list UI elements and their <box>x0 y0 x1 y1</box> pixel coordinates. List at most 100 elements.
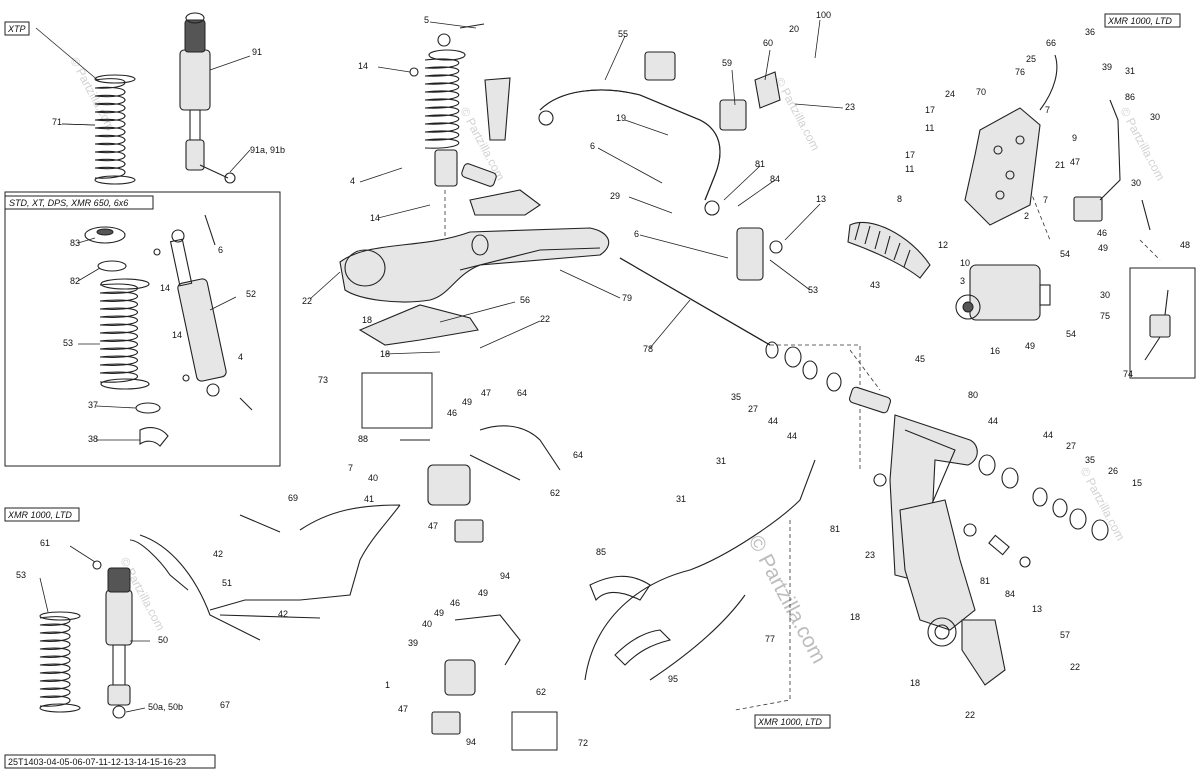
callout-39b: 39 <box>408 638 418 648</box>
a-arm-79 <box>339 77 610 303</box>
callout-66: 66 <box>1046 38 1056 48</box>
callout-80: 80 <box>968 390 978 400</box>
callout-79: 79 <box>622 293 632 303</box>
callout-53b: 53 <box>16 570 26 580</box>
callout-49e: 49 <box>478 588 488 598</box>
callout-27b: 27 <box>1066 441 1076 451</box>
callout-17a: 17 <box>925 105 935 115</box>
watermark-6: © Partzilla.com <box>1077 465 1127 543</box>
callout-30a: 30 <box>1150 112 1160 122</box>
stabilizer-bar-55 <box>538 51 781 216</box>
callout-91: 91 <box>252 47 262 57</box>
callout-27a: 27 <box>748 404 758 414</box>
callout-57: 57 <box>1060 630 1070 640</box>
std-group-frame <box>4 191 281 467</box>
callout-14a: 14 <box>160 283 170 293</box>
callout-1: 1 <box>385 680 390 690</box>
xtp-label-box <box>4 21 30 36</box>
callout-70: 70 <box>976 87 986 97</box>
callout-2: 2 <box>1024 211 1029 221</box>
callout-67: 67 <box>220 700 230 710</box>
callout-52: 52 <box>246 289 256 299</box>
callout-19: 19 <box>616 113 626 123</box>
callout-23b: 23 <box>865 550 875 560</box>
callout-64b: 64 <box>573 450 583 460</box>
callout-18a: 18 <box>362 315 372 325</box>
callout-73: 73 <box>318 375 328 385</box>
sensor-74 <box>1144 289 1171 361</box>
callout-83: 83 <box>70 238 80 248</box>
callout-24: 24 <box>945 89 955 99</box>
group-frames: XTP STD, XT, DPS, XMR 650, 6x6 XMR 1000,… <box>4 13 1196 769</box>
callout-47a: 47 <box>1070 157 1080 167</box>
boot-43 <box>847 221 931 279</box>
callout-35a: 35 <box>731 392 741 402</box>
part-73-frame <box>361 372 433 429</box>
callout-36: 36 <box>1085 27 1095 37</box>
callout-40b: 40 <box>422 619 432 629</box>
callout-11a: 11 <box>925 123 934 133</box>
wire-harness-center <box>454 459 816 681</box>
callout-29: 29 <box>610 191 620 201</box>
callout-7c: 7 <box>348 463 353 473</box>
callout-50: 50 <box>158 635 168 645</box>
callout-37: 37 <box>88 400 98 410</box>
xmr-top-right-label-box <box>1104 13 1181 28</box>
assembly-lines <box>444 189 1161 711</box>
callout-62a: 62 <box>550 488 560 498</box>
watermark-3: © Partzilla.com <box>772 75 822 153</box>
callout-100: 100 <box>816 10 831 20</box>
callout-22a: 22 <box>302 296 312 306</box>
callout-47c: 47 <box>428 521 438 531</box>
callout-51: 51 <box>222 578 232 588</box>
callout-84b: 84 <box>1005 589 1015 599</box>
callout-62b: 62 <box>536 687 546 697</box>
callout-56: 56 <box>520 295 530 305</box>
callout-31b: 31 <box>716 456 726 466</box>
callout-47b: 47 <box>481 388 491 398</box>
callout-23a: 23 <box>845 102 855 112</box>
callout-49b: 49 <box>1025 341 1035 351</box>
callout-54a: 54 <box>1060 249 1070 259</box>
callout-14d: 14 <box>370 213 380 223</box>
callout-46c: 46 <box>450 598 460 608</box>
callout-39: 39 <box>1102 62 1112 72</box>
spring-53-std <box>84 226 169 447</box>
callout-49d: 49 <box>434 608 444 618</box>
callout-49c: 49 <box>462 397 472 407</box>
callout-40a: 40 <box>368 473 378 483</box>
callout-44b: 44 <box>787 431 797 441</box>
callout-48: 48 <box>1180 240 1190 250</box>
callout-54b: 54 <box>1066 329 1076 339</box>
xtp-label: XTP <box>7 24 26 34</box>
callout-81a: 81 <box>755 159 765 169</box>
callout-71: 71 <box>52 117 62 127</box>
callout-43: 43 <box>870 280 880 290</box>
drive-shaft-78 <box>619 257 771 346</box>
callout-81c: 81 <box>980 576 990 586</box>
callout-38: 38 <box>88 434 98 444</box>
std-label: STD, XT, DPS, XMR 650, 6x6 <box>9 198 128 208</box>
spring-71 <box>94 74 136 185</box>
callout-17b: 17 <box>905 150 915 160</box>
callout-22c: 22 <box>1070 662 1080 672</box>
part-74-frame <box>1129 267 1196 379</box>
callout-95: 95 <box>668 674 678 684</box>
callout-53a: 53 <box>63 338 73 348</box>
shock-50 <box>92 539 189 719</box>
xmr-bottom-label: XMR 1000, LTD <box>757 717 822 727</box>
callout-59: 59 <box>722 58 732 68</box>
mount-plate-70 <box>964 107 1041 226</box>
leader-lines <box>35 19 844 713</box>
callout-82: 82 <box>70 276 80 286</box>
callout-61: 61 <box>40 538 50 548</box>
callout-74: 74 <box>1123 369 1133 379</box>
callout-5: 5 <box>424 15 429 25</box>
callout-44d: 44 <box>1043 430 1053 440</box>
callout-20: 20 <box>789 24 799 34</box>
callout-26: 26 <box>1108 466 1118 476</box>
xmr-bottom-label-box <box>754 714 831 729</box>
callout-42b: 42 <box>278 609 288 619</box>
callout-94b: 94 <box>466 737 476 747</box>
